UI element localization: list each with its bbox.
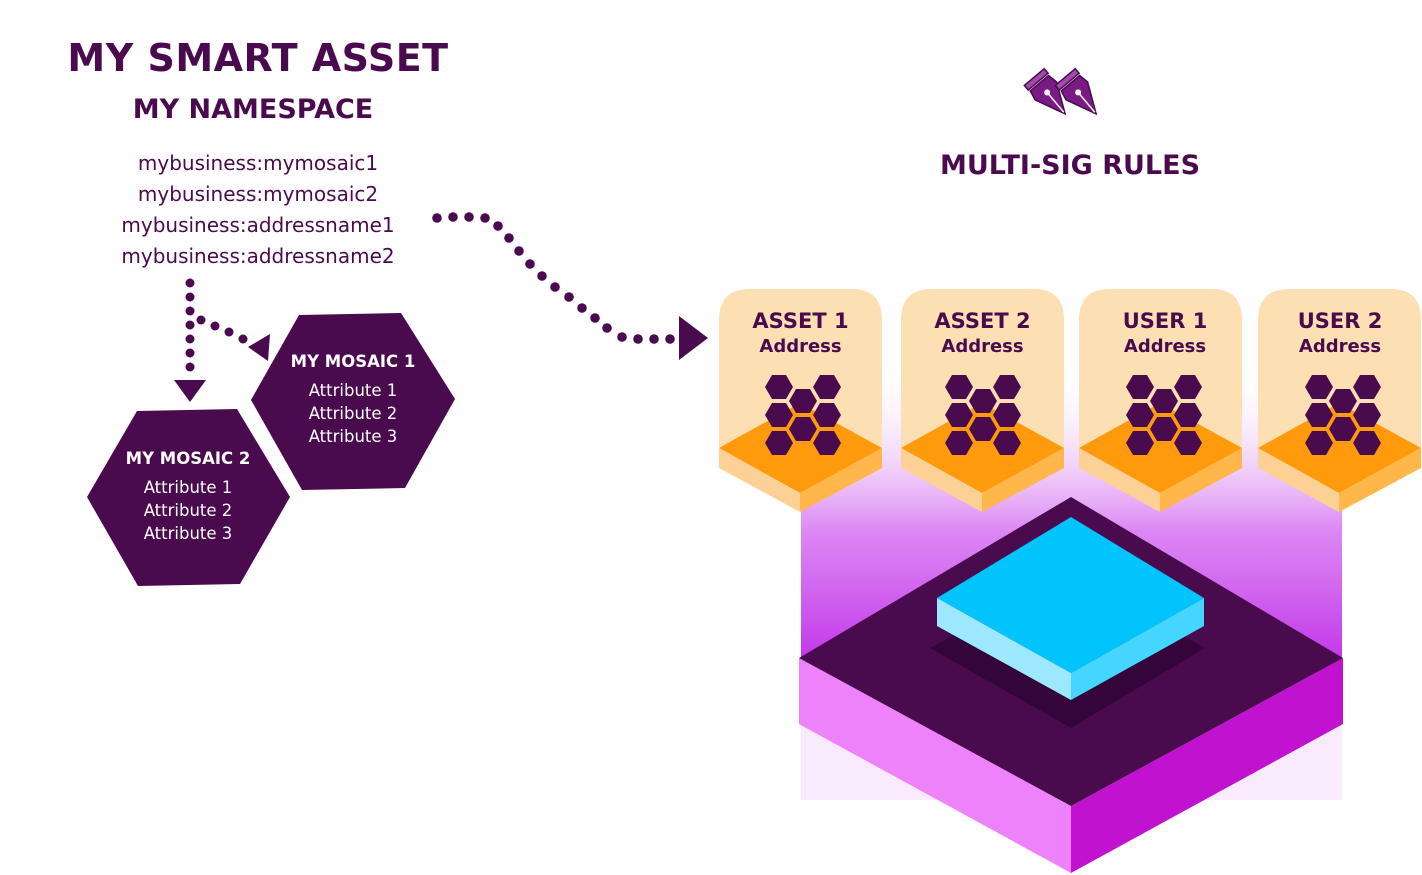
dotted-connector-to-mosaics xyxy=(174,278,270,402)
card-subtitle: Address xyxy=(1123,336,1207,357)
card-title: ASSET 1 xyxy=(752,309,849,333)
card-title: ASSET 2 xyxy=(934,309,1031,333)
address-card-3-label: USER 1 Address xyxy=(1079,308,1251,360)
address-card-1 xyxy=(719,289,882,512)
multisig-title: MULTI-SIG RULES xyxy=(939,150,1201,181)
address-card-3 xyxy=(1079,289,1242,512)
mosaic-1-hexagon xyxy=(251,313,455,490)
mosaic-1-content: MY MOSAIC 1 Attribute 1 Attribute 2 Attr… xyxy=(253,352,453,448)
cyan-block xyxy=(937,517,1204,700)
card-title: USER 2 xyxy=(1297,309,1383,333)
dotted-connector-to-multisig xyxy=(432,212,708,360)
namespace-item: mybusiness:addressname2 xyxy=(121,244,395,268)
namespace-item: mybusiness:mymosaic2 xyxy=(137,182,379,206)
mosaic-2-attribute: Attribute 1 xyxy=(143,478,233,497)
namespace-heading: MY NAMESPACE xyxy=(132,94,374,125)
address-card-4-label: USER 2 Address xyxy=(1258,308,1422,360)
namespace-list: mybusiness:mymosaic1 mybusiness:mymosaic… xyxy=(0,148,516,272)
mosaic-2-name: MY MOSAIC 2 xyxy=(125,449,251,468)
address-card-4 xyxy=(1258,289,1421,512)
mosaic-1-attribute: Attribute 2 xyxy=(308,404,398,423)
namespace-item: mybusiness:mymosaic1 xyxy=(137,151,379,175)
mosaic-1-name: MY MOSAIC 1 xyxy=(290,352,416,371)
card-title: USER 1 xyxy=(1122,309,1208,333)
mosaic-1-attribute: Attribute 1 xyxy=(308,381,398,400)
fountain-pen-nibs-icon xyxy=(1023,67,1098,116)
namespace-item: mybusiness:addressname1 xyxy=(121,213,395,237)
mosaic-1-attribute: Attribute 3 xyxy=(308,427,398,446)
card-subtitle: Address xyxy=(759,336,842,357)
mosaic-2-attribute: Attribute 3 xyxy=(143,524,233,543)
address-card-2 xyxy=(901,289,1064,512)
mosaic-2-content: MY MOSAIC 2 Attribute 1 Attribute 2 Attr… xyxy=(88,449,288,545)
address-card-1-label: ASSET 1 Address xyxy=(719,308,882,360)
mosaic-2-hexagon xyxy=(87,409,290,586)
page-title: MY SMART ASSET xyxy=(67,36,449,80)
mosaic-2-attribute: Attribute 2 xyxy=(143,501,233,520)
address-card-2-label: ASSET 2 Address xyxy=(901,308,1064,360)
card-subtitle: Address xyxy=(1298,336,1382,357)
card-subtitle: Address xyxy=(941,336,1024,357)
